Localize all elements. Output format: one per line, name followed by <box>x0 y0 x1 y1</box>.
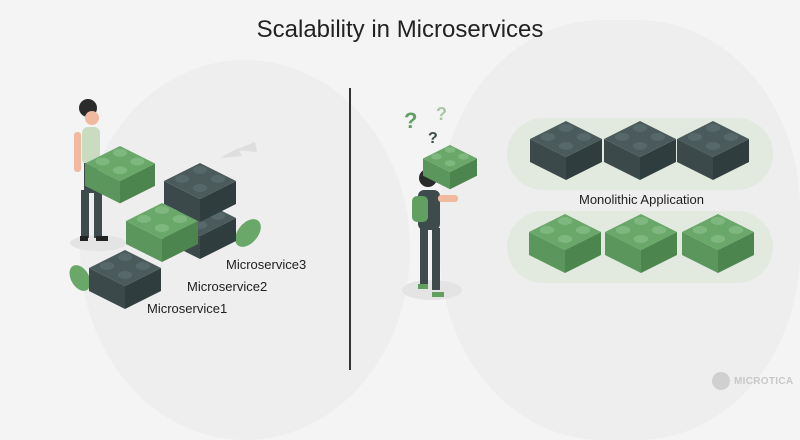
brick-stud <box>172 215 188 223</box>
brick-stud <box>95 157 110 166</box>
divider <box>349 88 351 370</box>
microservice1-label: Microservice1 <box>147 301 228 316</box>
brick-stud <box>154 206 170 214</box>
monolith-brick-dark-3 <box>677 121 749 181</box>
brick-stud <box>633 235 649 243</box>
microservice2-label: Microservice2 <box>187 279 268 294</box>
brick-stud <box>723 133 739 141</box>
brick-stud <box>558 124 574 132</box>
brick-stud <box>692 226 708 234</box>
brick-microservice2 <box>126 203 198 263</box>
brick-stud <box>130 157 145 166</box>
illustration: ? ? ? <box>69 99 754 310</box>
question-mark-icon: ? <box>404 108 417 133</box>
brick-stud <box>192 166 208 174</box>
brick-stud <box>539 226 555 234</box>
background-blob <box>80 60 410 440</box>
brick-stud <box>557 217 573 225</box>
page-title: Scalability in Microservices <box>256 16 544 43</box>
brick-stud <box>174 175 190 183</box>
brick-stud <box>632 142 648 150</box>
brick-stud <box>192 184 208 192</box>
brick-stud <box>154 224 170 232</box>
man-figure <box>402 169 462 300</box>
brick-stud <box>113 166 127 175</box>
brick-microservice3-top <box>164 163 236 223</box>
brick-stud <box>705 142 721 150</box>
brick-stud <box>557 235 573 243</box>
brick-stud <box>135 262 151 270</box>
brick-stud <box>728 226 744 234</box>
brick-stud <box>99 262 115 270</box>
microtica-logo: MICROTICA <box>712 372 793 390</box>
brick-stud <box>558 142 574 150</box>
brick-stud <box>614 133 630 141</box>
monolith-brick-green-2 <box>605 214 677 274</box>
brick-stud <box>575 226 591 234</box>
logo-icon <box>712 372 730 390</box>
brick-stud <box>710 235 726 243</box>
brick-stud <box>136 215 152 223</box>
brick-stud <box>444 146 456 153</box>
question-mark-icon: ? <box>428 130 438 147</box>
monolith-label: Monolithic Application <box>579 192 705 207</box>
brick-held-by-woman <box>85 146 155 204</box>
microservice3-label: Microservice3 <box>226 257 307 272</box>
leaf-icon <box>69 219 261 291</box>
brick-stud <box>210 175 226 183</box>
brick-stud <box>540 133 556 141</box>
monolith-brick-green-3 <box>682 214 754 274</box>
brand-name: MICROTICA <box>734 375 794 387</box>
cloud-puff-icon <box>220 142 257 158</box>
brick-stud <box>444 160 456 167</box>
brick-stud <box>632 124 648 132</box>
brick-stud <box>650 133 666 141</box>
brick-stud <box>576 133 592 141</box>
brick-stud <box>705 124 721 132</box>
brick-held-by-man <box>423 145 477 190</box>
brick-stud <box>687 133 703 141</box>
monolith-brick-dark-2 <box>604 121 676 181</box>
brick-stud <box>651 226 667 234</box>
question-mark-icon: ? <box>436 104 447 124</box>
brick-stud <box>117 271 133 279</box>
brick-stud <box>117 253 133 261</box>
monolith-brick-dark-1 <box>530 121 602 181</box>
brick-stud <box>615 226 631 234</box>
brick-stud <box>458 153 469 160</box>
brick-stud <box>431 153 442 160</box>
monolith-brick-green-1 <box>529 214 601 274</box>
brick-stud <box>633 217 649 225</box>
brick-stud <box>113 148 127 157</box>
brick-stud <box>710 217 726 225</box>
brick-microservice1 <box>89 250 161 310</box>
